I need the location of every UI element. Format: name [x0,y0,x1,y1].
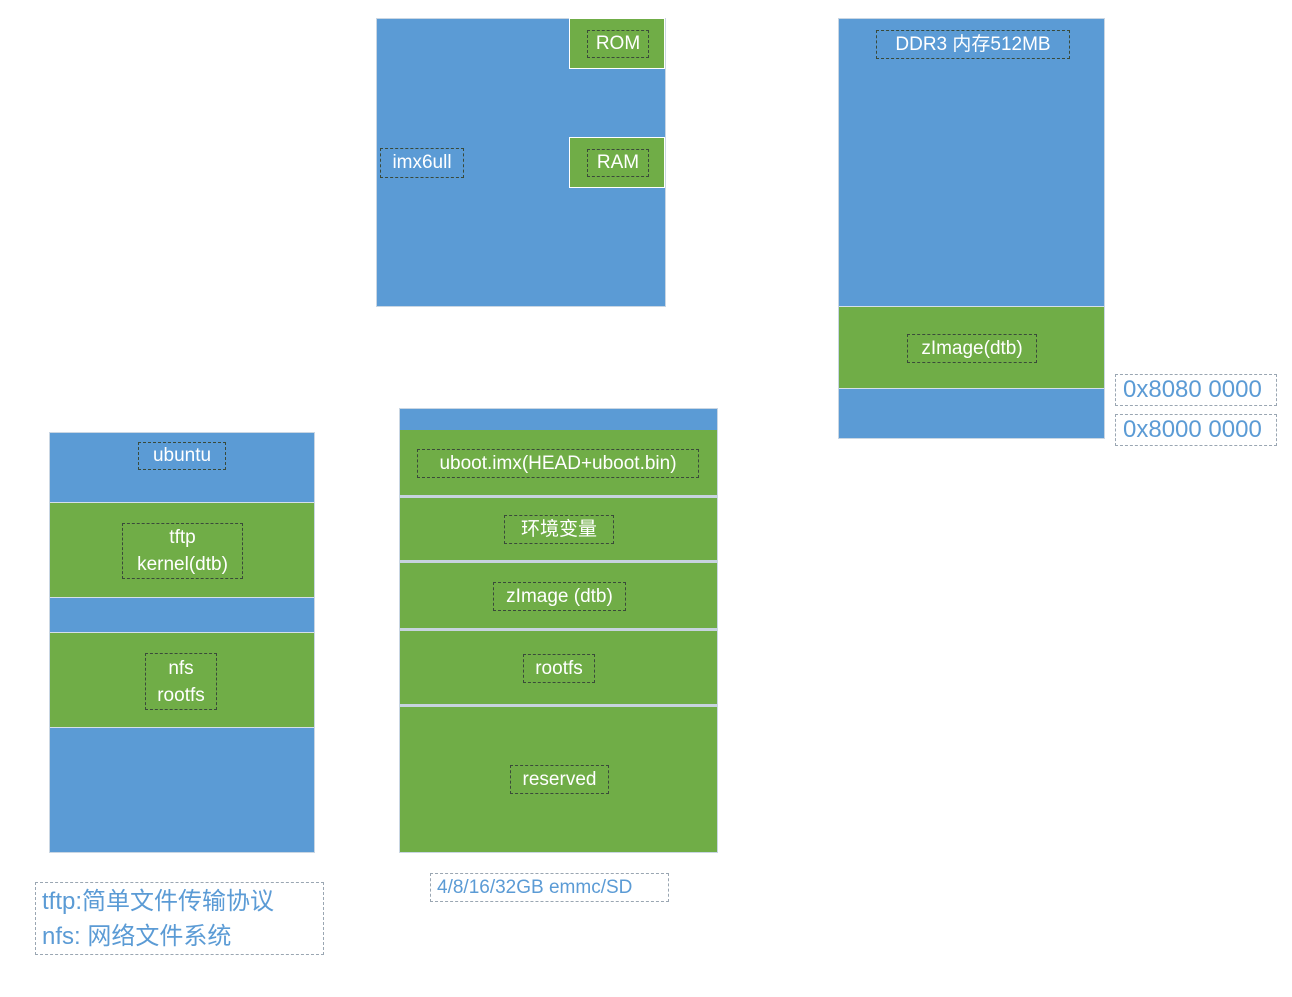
emmc-zimage-region [400,563,717,629]
legend-nfs-line: nfs: 网络文件系统 [42,923,232,950]
addr-low-label: 0x8000 0000 [1115,414,1277,446]
legend-tftp-line: tftp:简单文件传输协议 [42,888,275,915]
emmc-rootfs-region [400,631,717,705]
ubuntu-title-label: ubuntu [138,442,226,470]
rom-block [569,18,665,69]
protocol-legend: tftp:简单文件传输协议 nfs: 网络文件系统 [35,882,324,955]
emmc-reserved-label: reserved [510,765,609,794]
ddr-zimage-label: zImage(dtb) [907,334,1037,363]
rootfs-line: rootfs [157,684,205,706]
rom-label: ROM [587,30,649,58]
emmc-zimage-label: zImage (dtb) [493,582,626,611]
addr-high-label: 0x8080 0000 [1115,374,1277,406]
emmc-env-label: 环境变量 [504,515,614,544]
emmc-uboot-region [400,430,717,496]
ubuntu-nfs-region [50,632,314,728]
tftp-line: tftp [169,527,196,548]
soc-name-label: imx6ull [380,148,464,178]
ram-block [569,137,665,188]
ddr-zimage-region [839,306,1104,389]
nfs-line: nfs [168,657,194,679]
ubuntu-tftp-label: tftp kernel(dtb) [122,523,243,579]
ubuntu-tftp-region [50,502,314,598]
emmc-caption: 4/8/16/32GB emmc/SD [430,873,669,902]
ddr-title-label: DDR3 内存512MB [876,30,1070,59]
ubuntu-nfs-label: nfs rootfs [145,653,217,710]
kernel-dtb-line: kernel(dtb) [137,554,228,575]
emmc-rootfs-label: rootfs [523,654,595,683]
emmc-reserved-region [400,707,717,852]
emmc-uboot-label: uboot.imx(HEAD+uboot.bin) [417,449,699,478]
emmc-env-region [400,498,717,561]
ram-label: RAM [587,149,649,177]
